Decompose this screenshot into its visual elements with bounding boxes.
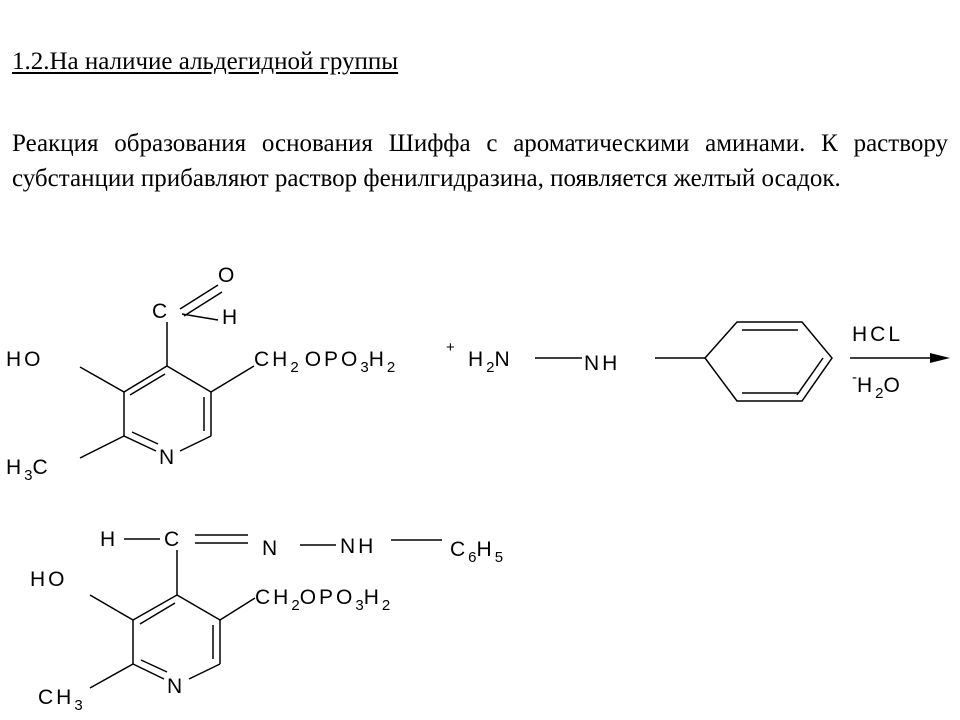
product-hydroxyl-label: HO	[30, 568, 68, 591]
section-heading: 1.2.На наличие альдегидной группы	[12, 48, 399, 75]
condition-acid-label: HCL	[852, 323, 903, 346]
product-methyl-label: CH3	[38, 686, 83, 714]
aldehyde-oxygen-label: O	[218, 264, 237, 287]
description-paragraph: Реакция образования основания Шиффа с ар…	[12, 130, 948, 192]
product-phenyl-label: C6H5	[450, 538, 503, 566]
aldehyde-carbon-label: C	[152, 300, 170, 323]
reactant-ring-nitrogen-label: N	[159, 446, 177, 469]
product-carbon-label: C	[164, 528, 182, 551]
reagent-amine-label: H2N	[468, 348, 513, 376]
reagent-nh-label: NH	[584, 352, 620, 375]
product-hydrogen-label: H	[100, 528, 118, 551]
product-side-chain-label: CH2OPO3H2	[255, 586, 390, 614]
reactant-hydroxyl-label: HO	[6, 348, 44, 371]
product-imine-nitrogen-label: N	[262, 537, 280, 560]
reactant-methyl-label: H3C	[6, 456, 51, 484]
arrow-head	[930, 353, 950, 363]
product-ring-nitrogen-label: N	[167, 675, 185, 698]
plus-sign: +	[446, 339, 455, 356]
product-nh-label: NH	[340, 535, 376, 558]
aldehyde-hydrogen-label: H	[222, 306, 240, 329]
bonds	[79, 284, 930, 689]
condition-water-loss-label: -H2O	[852, 369, 903, 402]
